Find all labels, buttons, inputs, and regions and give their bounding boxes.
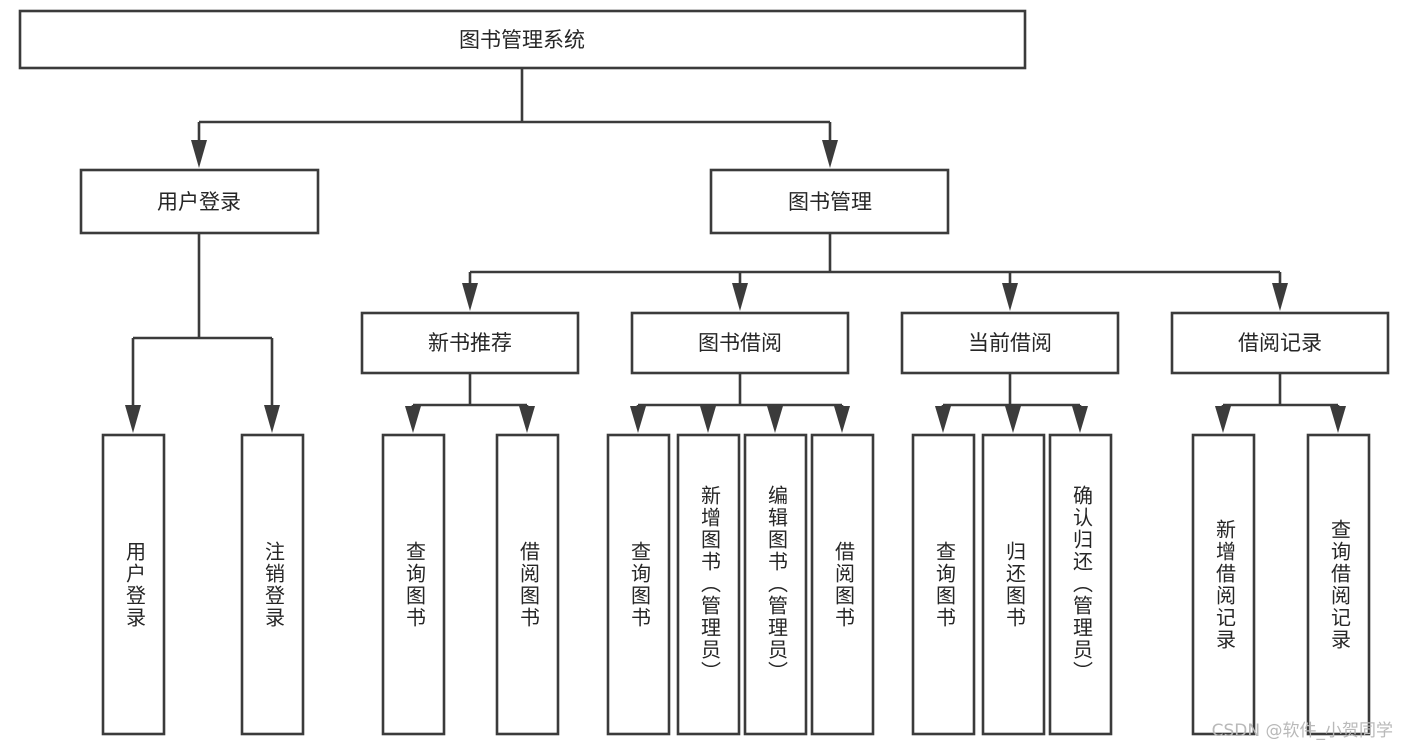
node-label-book-management: 图书管理 xyxy=(788,190,872,214)
leaf-label-borrow-add-book: 新增图书（管理员） xyxy=(698,485,722,683)
connector-recommend-to-leaves xyxy=(405,373,535,433)
leaf-node-borrow-query-book[interactable]: 查询图书 xyxy=(606,433,671,736)
leaf-node-record-add-record[interactable]: 新增借阅记录 xyxy=(1191,433,1256,736)
leaf-label-record-query-record: 查询借阅记录 xyxy=(1328,519,1352,651)
leaf-node-recommend-borrow-book[interactable]: 借阅图书 xyxy=(495,433,560,736)
node-book-management[interactable]: 图书管理 xyxy=(709,168,950,235)
leaf-label-recommend-borrow-book: 借阅图书 xyxy=(517,541,541,629)
leaf-node-current-confirm-return[interactable]: 确认归还（管理员） xyxy=(1048,433,1113,736)
connector-userlogin-to-leaves xyxy=(125,233,280,433)
leaf-node-recommend-query-book[interactable]: 查询图书 xyxy=(381,433,446,736)
leaf-node-borrow-edit-book[interactable]: 编辑图书（管理员） xyxy=(743,433,808,736)
leaf-label-user-login-login: 用户登录 xyxy=(123,541,147,629)
leaf-label-record-add-record: 新增借阅记录 xyxy=(1213,519,1237,651)
leaf-label-borrow-borrow-book: 借阅图书 xyxy=(832,541,856,629)
connector-borrow-to-leaves xyxy=(630,373,850,433)
node-borrow-record[interactable]: 借阅记录 xyxy=(1170,311,1390,375)
leaf-node-borrow-borrow-book[interactable]: 借阅图书 xyxy=(810,433,875,736)
node-current-borrow[interactable]: 当前借阅 xyxy=(900,311,1120,375)
node-label-user-login: 用户登录 xyxy=(157,190,241,214)
leaf-node-user-login-logout[interactable]: 注销登录 xyxy=(240,433,305,736)
connector-record-to-leaves xyxy=(1215,373,1346,433)
leaf-label-current-confirm-return: 确认归还（管理员） xyxy=(1070,485,1094,683)
connector-bookmgmt-to-level2 xyxy=(462,233,1288,311)
node-new-book-recommend[interactable]: 新书推荐 xyxy=(360,311,580,375)
node-label-new-book-recommend: 新书推荐 xyxy=(428,331,512,355)
node-label-root: 图书管理系统 xyxy=(459,28,585,52)
leaf-label-current-query-book: 查询图书 xyxy=(933,541,957,629)
leaf-node-current-return-book[interactable]: 归还图书 xyxy=(981,433,1046,736)
node-user-login[interactable]: 用户登录 xyxy=(79,168,320,235)
leaf-label-current-return-book: 归还图书 xyxy=(1003,541,1027,629)
node-label-book-borrow: 图书借阅 xyxy=(698,331,782,355)
leaf-label-borrow-edit-book: 编辑图书（管理员） xyxy=(765,485,789,683)
leaf-node-record-query-record[interactable]: 查询借阅记录 xyxy=(1306,433,1371,736)
leaf-label-recommend-query-book: 查询图书 xyxy=(403,541,427,629)
node-label-current-borrow: 当前借阅 xyxy=(968,331,1052,355)
leaf-label-user-login-logout: 注销登录 xyxy=(262,541,286,629)
leaf-node-current-query-book[interactable]: 查询图书 xyxy=(911,433,976,736)
connector-root-to-level1 xyxy=(191,68,838,168)
connector-current-to-leaves xyxy=(935,373,1088,433)
node-root-system[interactable]: 图书管理系统 xyxy=(18,9,1027,70)
node-label-borrow-record: 借阅记录 xyxy=(1238,331,1322,355)
node-book-borrow[interactable]: 图书借阅 xyxy=(630,311,850,375)
leaf-node-borrow-add-book[interactable]: 新增图书（管理员） xyxy=(676,433,741,736)
leaf-node-user-login-login[interactable]: 用户登录 xyxy=(101,433,166,736)
leaf-label-borrow-query-book: 查询图书 xyxy=(628,541,652,629)
